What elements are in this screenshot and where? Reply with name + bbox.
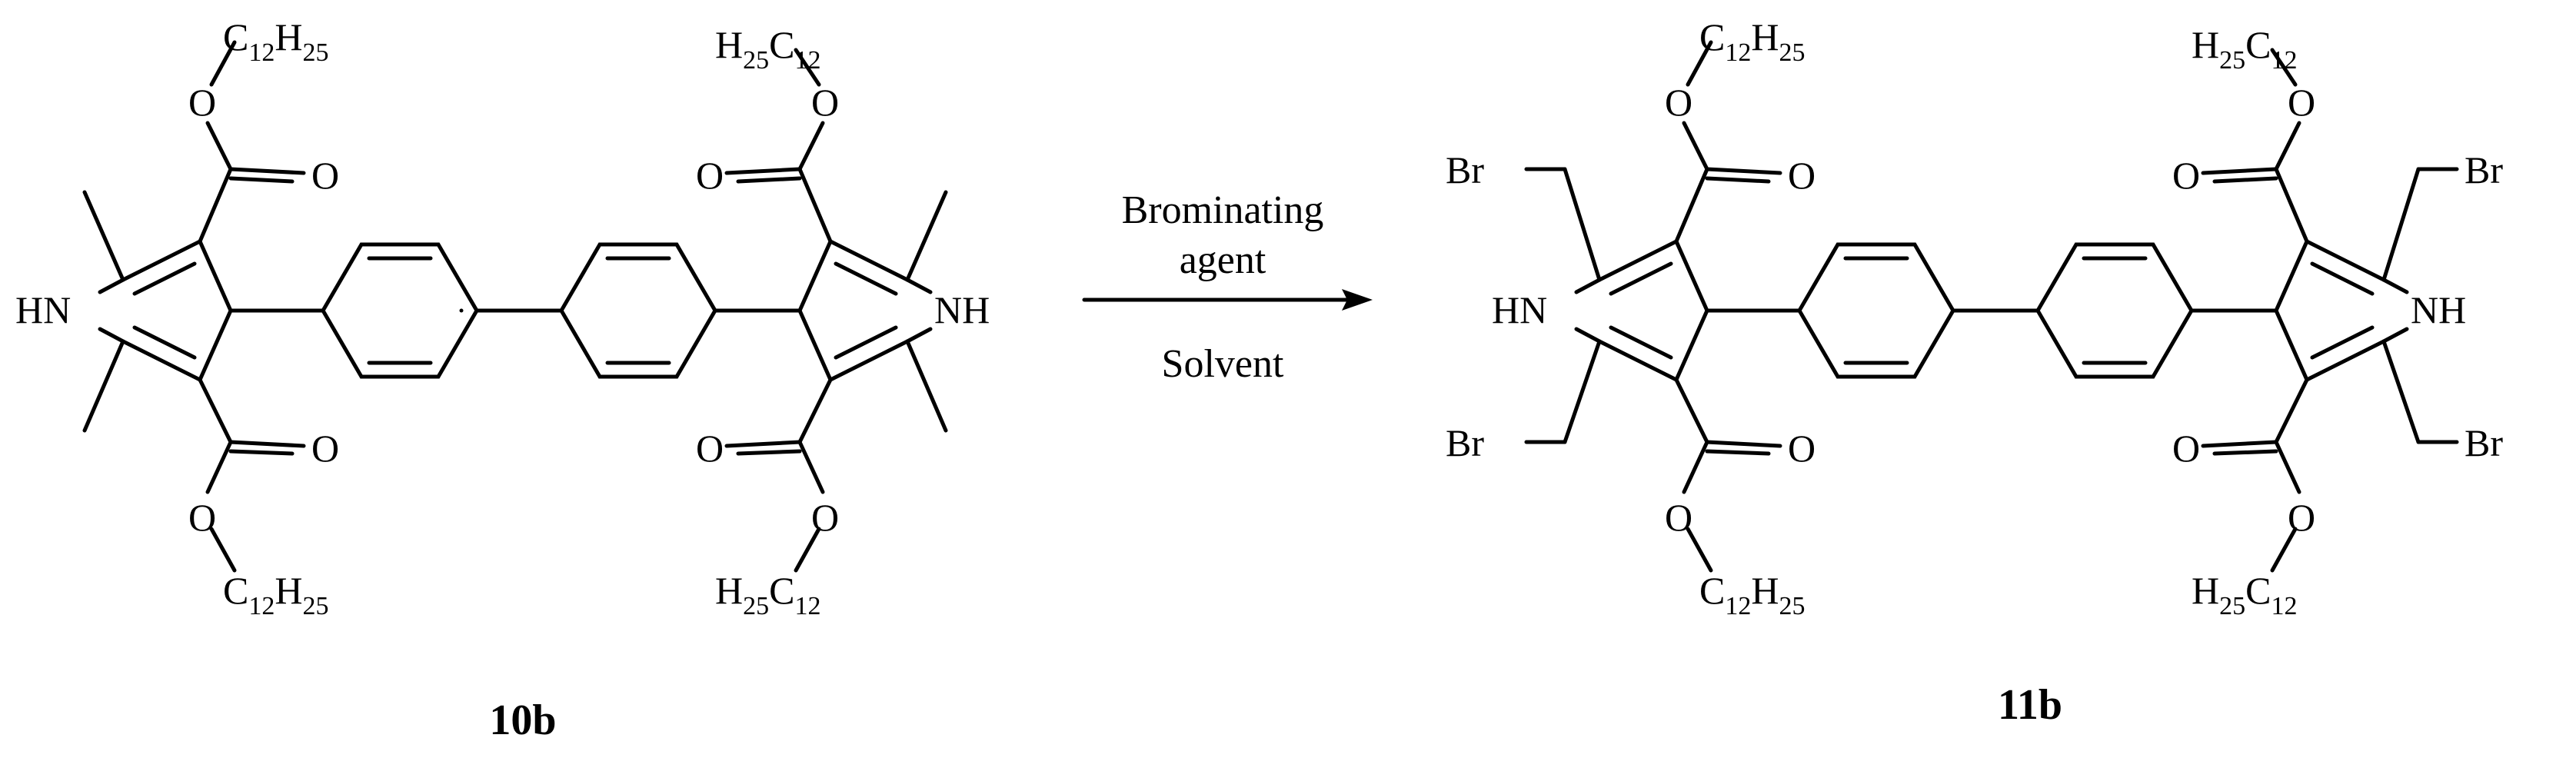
reactant-chain-2: C12H25 xyxy=(223,569,328,620)
product-o-ether-2: O xyxy=(1665,496,1692,539)
reactant-o-carbonyl-4: O xyxy=(696,427,724,470)
reactant-left-ring xyxy=(82,40,325,573)
reactant-biphenyl xyxy=(321,242,802,379)
product-o-carbonyl-4: O xyxy=(2172,427,2200,470)
product-chain-3: H25C12 xyxy=(2192,23,2297,75)
reactant-o-carbonyl-1: O xyxy=(311,154,339,197)
arrow-head xyxy=(1342,289,1373,311)
solvent-label: Solvent xyxy=(1162,342,1284,386)
reactant-chain-4: H25C12 xyxy=(715,569,820,620)
reactant-o-ether-3: O xyxy=(811,81,839,124)
reactant-chain-3: H25C12 xyxy=(715,23,820,75)
product-o-carbonyl-1: O xyxy=(1788,154,1816,197)
product-o-ether-3: O xyxy=(2288,81,2315,124)
product-label: 11b xyxy=(1998,681,2062,729)
reactant-o-carbonyl-2: O xyxy=(311,427,339,470)
product-right-nh: NH xyxy=(2411,288,2466,331)
reactant-label: 10b xyxy=(489,696,556,744)
product-chain-4: H25C12 xyxy=(2192,569,2297,620)
reactant-chain-1: C12H25 xyxy=(223,15,328,67)
product-11b: HN Br Br O O O O C12H25 C12H25 xyxy=(1446,15,2503,729)
reactant-o-ether-4: O xyxy=(811,496,839,539)
reagent-line-2: agent xyxy=(1180,238,1266,282)
reactant-right-nh: NH xyxy=(934,288,990,331)
product-biphenyl xyxy=(1797,242,2278,379)
reagent-line-1: Brominating xyxy=(1122,188,1324,232)
product-right-ring xyxy=(2201,48,2459,573)
product-br-4: Br xyxy=(2465,421,2503,464)
reactant-o-carbonyl-3: O xyxy=(696,154,724,197)
product-left-ring xyxy=(1524,40,1802,573)
reaction-arrow-group: Brominating agent Solvent xyxy=(1082,188,1373,386)
product-o-carbonyl-3: O xyxy=(2172,154,2200,197)
reactant-o-ether-1: O xyxy=(188,81,216,124)
product-br-2: Br xyxy=(1446,421,1484,464)
reactant-right-ring xyxy=(724,48,948,573)
product-br-3: Br xyxy=(2465,148,2503,191)
product-chain-1: C12H25 xyxy=(1699,15,1805,67)
product-o-ether-1: O xyxy=(1665,81,1692,124)
reactant-left-nh: HN xyxy=(15,288,71,331)
product-br-1: Br xyxy=(1446,148,1484,191)
product-chain-2: C12H25 xyxy=(1699,569,1805,620)
product-left-nh: HN xyxy=(1492,288,1547,331)
product-o-carbonyl-2: O xyxy=(1788,427,1816,470)
reactant-o-ether-2: O xyxy=(188,496,216,539)
product-o-ether-4: O xyxy=(2288,496,2315,539)
reactant-10b: HN O O O O C12H25 C12H25 xyxy=(15,15,990,744)
